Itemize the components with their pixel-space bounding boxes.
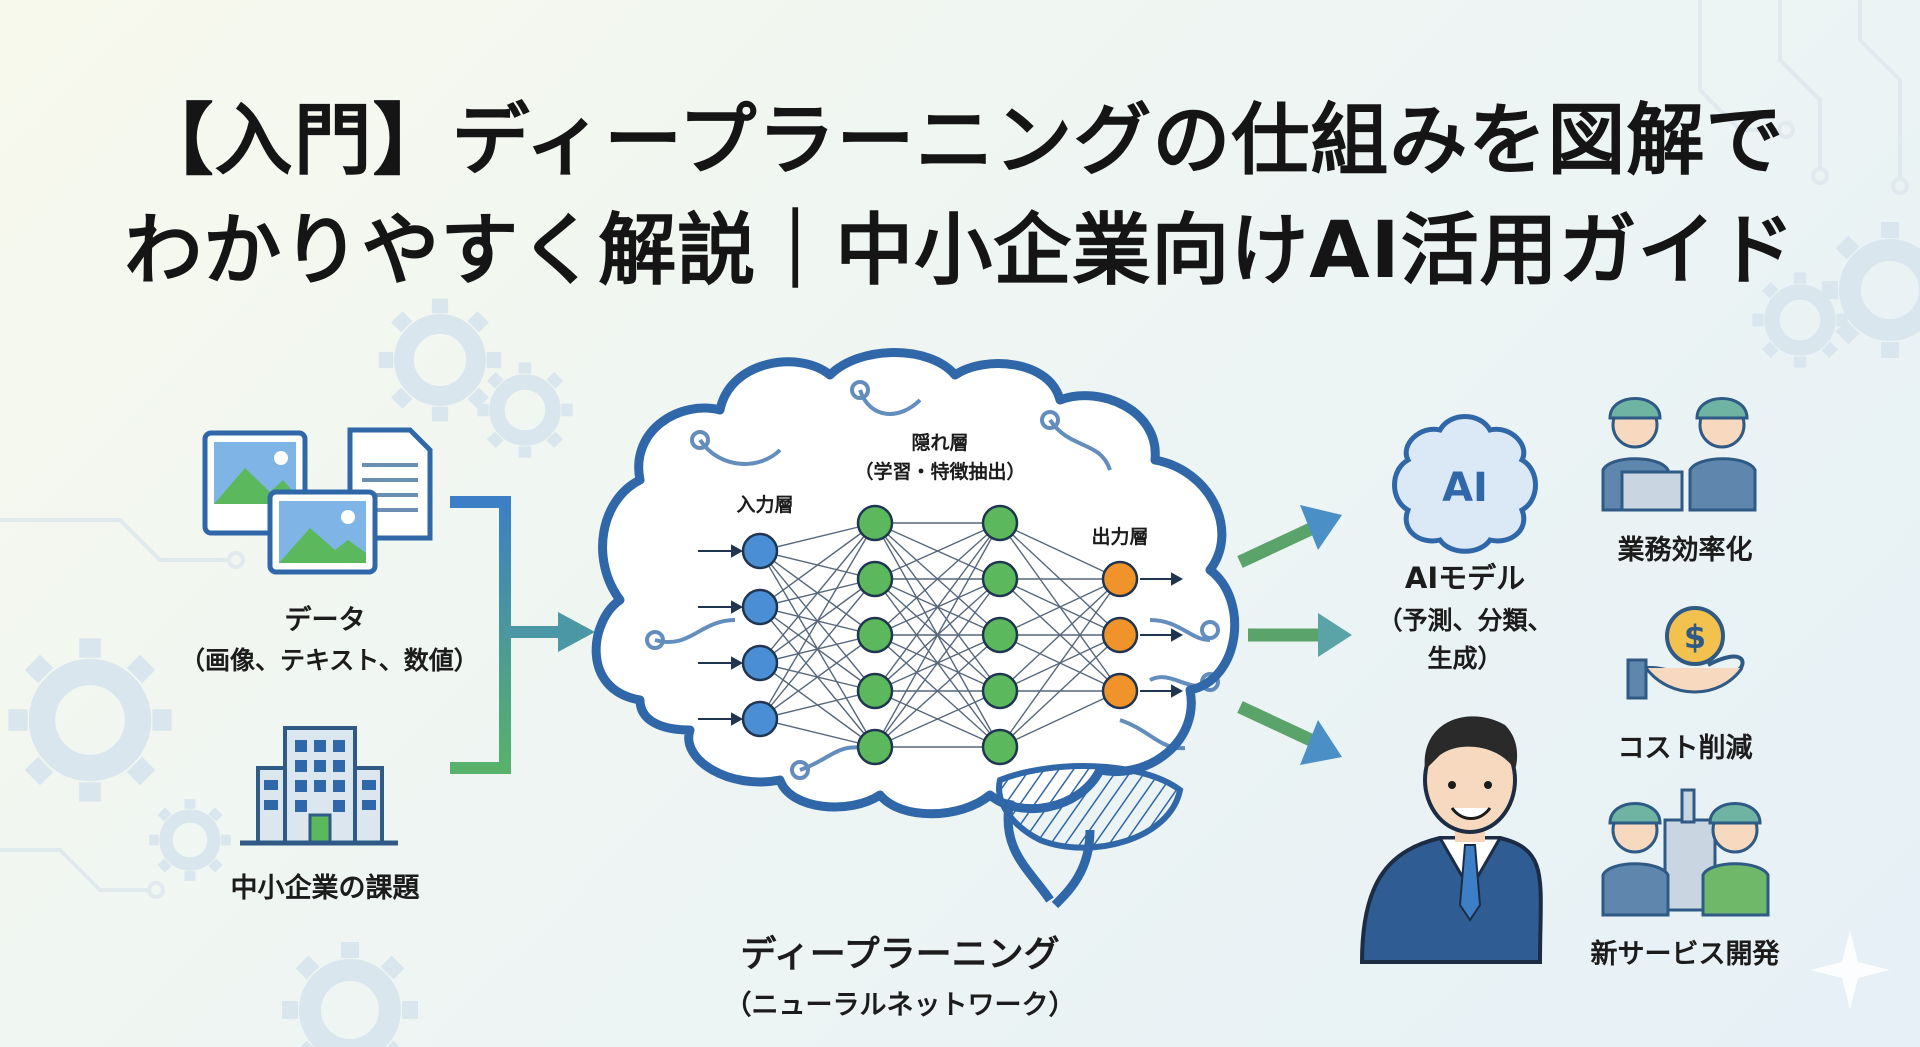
benefit-label-efficiency: 業務効率化 [1617, 535, 1753, 566]
input-flow-arrowhead [558, 612, 595, 652]
hidden-node [981, 504, 1019, 542]
office-building-icon [240, 726, 398, 846]
output-flow-arrows [1237, 505, 1352, 765]
network-connection [999, 578, 1121, 692]
benefit-label-new-service: 新サービス開発 [1590, 939, 1780, 970]
network-connection [999, 578, 1121, 636]
network-connection [999, 690, 1121, 748]
network-nodes [741, 504, 1139, 766]
workers-factory-icon [1601, 788, 1770, 917]
network-io-arrowhead [731, 544, 744, 558]
hidden-node [856, 504, 894, 542]
input-layer-label: 入力層 [736, 494, 794, 516]
output-node [1101, 560, 1139, 598]
hidden-node [981, 728, 1019, 766]
input-node [741, 700, 779, 738]
coin-hand-icon: $ [1626, 606, 1745, 700]
page-title-line-2: わかりやすく解説｜中小企業向けAI活用ガイド [124, 206, 1796, 296]
network-connection [759, 690, 876, 720]
network-name-label: ディープラーニング （ニューラルネットワーク） [724, 934, 1076, 1021]
output-node [1101, 672, 1139, 710]
hidden-node [856, 616, 894, 654]
network-io-arrowhead [731, 656, 744, 670]
network-connection [874, 522, 1001, 748]
input-data-label: データ （画像、テキスト、数値） [180, 605, 479, 675]
network-connection [759, 522, 876, 552]
network-connection [759, 578, 876, 720]
network-connection [874, 634, 1001, 748]
network-io-arrowhead [1171, 628, 1184, 642]
network-io-arrowhead [1171, 684, 1184, 698]
hidden-node [981, 672, 1019, 710]
brain-outline [591, 348, 1240, 909]
page-title-line-1: 【入門】ディープラーニングの仕組みを図解で [135, 96, 1785, 186]
input-node [741, 532, 779, 570]
network-connection [759, 718, 876, 748]
network-connection [874, 690, 1001, 748]
input-node [741, 644, 779, 682]
hidden-node [981, 560, 1019, 598]
network-io-arrows [698, 544, 1184, 726]
hidden-node [856, 728, 894, 766]
input-node [741, 588, 779, 626]
circuit-lines [0, 0, 1909, 899]
network-connections [759, 522, 1121, 748]
image-file-icon [267, 489, 378, 575]
hidden-node [856, 560, 894, 598]
output-layer-label: 出力層 [1091, 526, 1149, 548]
network-connection [874, 522, 1001, 580]
network-connection [999, 578, 1121, 748]
network-connection [874, 578, 1001, 748]
network-connection [874, 522, 1001, 636]
output-node [1101, 616, 1139, 654]
network-connection [759, 634, 876, 720]
network-connection [759, 522, 876, 720]
ai-model-label: AIモデル （予測、分類、 生成） [1377, 561, 1553, 673]
benefit-label-cost: コスト削減 [1617, 733, 1753, 764]
network-connection [999, 522, 1121, 580]
hidden-node [981, 616, 1019, 654]
network-connection [759, 522, 876, 664]
businessman-avatar [1359, 716, 1543, 964]
input-issue-label: 中小企業の課題 [230, 873, 420, 904]
network-connection [999, 634, 1121, 748]
hidden-node [856, 672, 894, 710]
network-io-arrowhead [1171, 572, 1184, 586]
input-flow-arrow [450, 496, 560, 774]
ai-badge-text: AI [1442, 465, 1488, 511]
svg-text:$: $ [1684, 618, 1706, 656]
network-connection [874, 522, 1001, 692]
network-io-arrowhead [731, 600, 744, 614]
network-connection [759, 522, 876, 608]
network-io-arrowhead [731, 712, 744, 726]
workers-laptop-icon [1601, 397, 1757, 512]
sparkle-icon [1810, 930, 1890, 1010]
hidden-layer-label: 隠れ層 （学習・特徴抽出） [854, 432, 1026, 483]
ai-brain-icon [1392, 414, 1538, 554]
